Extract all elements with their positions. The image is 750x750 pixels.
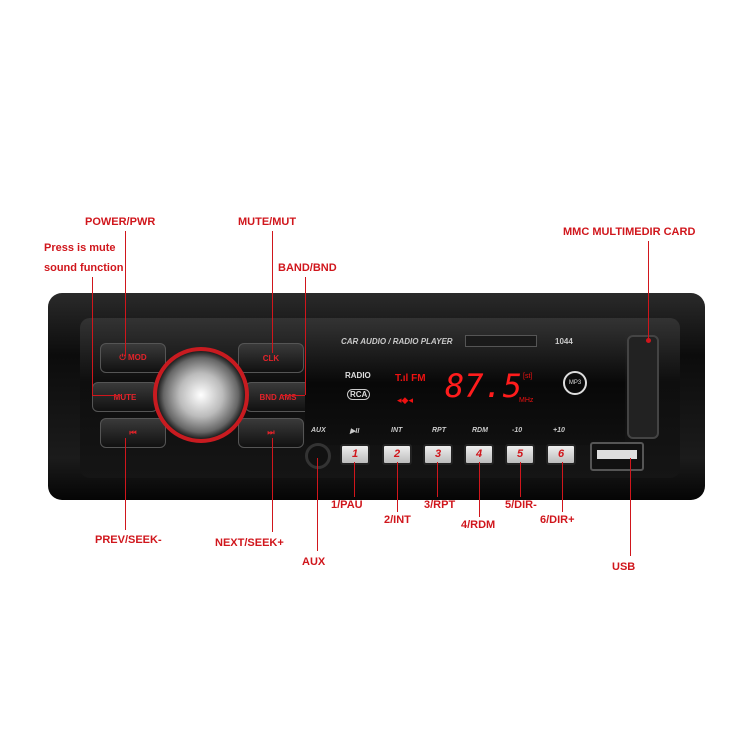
rca-logo: RCA: [347, 389, 371, 400]
callout-b6: 6/DIR+: [540, 514, 575, 526]
mp3-icon: MP3: [563, 371, 587, 395]
leader-line: [520, 462, 521, 497]
key-label-4: RDM: [472, 427, 488, 434]
callout-b2: 2/INT: [384, 514, 411, 526]
callout-prev: PREV/SEEK-: [95, 534, 162, 546]
callout-b5: 5/DIR-: [505, 499, 537, 511]
leader-line: [125, 231, 126, 356]
leader-line: [648, 241, 649, 341]
key-label-5: -10: [512, 427, 523, 434]
mod-button[interactable]: ⏻ MOD: [100, 343, 166, 373]
mhz-unit: MHz: [519, 397, 534, 404]
callout-band: BAND/BND: [278, 262, 337, 274]
callout-mmc: MMC MULTIMEDIR CARD: [563, 226, 696, 238]
leader-line: [317, 458, 318, 551]
callout-aux: AUX: [302, 556, 326, 568]
preset-button-6[interactable]: 6: [546, 444, 576, 465]
leader-line: [437, 462, 438, 497]
leader-line: [280, 395, 305, 396]
leader-line: [397, 462, 398, 512]
key-label-2: INT: [391, 427, 403, 434]
preset-button-1[interactable]: 1: [340, 444, 370, 465]
fm-indicator: T.ıl FM: [395, 373, 426, 384]
leader-line: [479, 462, 480, 517]
leader-line: [562, 462, 563, 512]
callout-mute: MUTE/MUT: [238, 216, 297, 228]
sd-card-slot[interactable]: [627, 335, 659, 439]
callout-press-mute-2: sound function: [44, 262, 124, 274]
callout-b3: 3/RPT: [424, 499, 456, 511]
next-button[interactable]: ⏭: [238, 418, 304, 448]
usb-port[interactable]: [590, 442, 644, 471]
key-label-1: ▶II: [350, 428, 360, 435]
product-title: CAR AUDIO / RADIO PLAYER: [341, 337, 453, 346]
display-panel: CAR AUDIO / RADIO PLAYER 1044 RADIO RCA …: [305, 333, 625, 445]
callout-press-mute-1: Press is mute: [44, 242, 116, 254]
callout-usb: USB: [612, 561, 636, 573]
frequency-readout: 87.5: [445, 367, 523, 405]
preset-button-3[interactable]: 3: [423, 444, 453, 465]
leader-line: [354, 462, 355, 497]
aux-label: AUX: [311, 427, 326, 434]
callout-b1: 1/PAU: [331, 499, 363, 511]
leader-line: [92, 395, 122, 396]
model-number: 1044: [555, 337, 573, 346]
leader-dot: [646, 338, 651, 343]
leader-line: [125, 438, 126, 530]
stereo-indicator: [st]: [523, 373, 533, 380]
callout-power: POWER/PWR: [85, 216, 156, 228]
aux-jack[interactable]: [305, 443, 331, 469]
leader-line: [272, 231, 273, 353]
mute-button[interactable]: MUTE: [92, 382, 158, 412]
key-label-3: RPT: [432, 427, 446, 434]
leader-line: [92, 277, 93, 395]
speaker-icon: ◂◆◂: [397, 395, 413, 405]
callout-b4: 4/RDM: [461, 519, 496, 531]
clk-button[interactable]: CLK: [238, 343, 304, 373]
callout-next: NEXT/SEEK+: [215, 537, 284, 549]
key-label-6: +10: [553, 427, 565, 434]
leader-line: [305, 277, 306, 395]
leader-line: [272, 438, 273, 532]
leader-line: [630, 458, 631, 556]
band-button[interactable]: BND AMS: [245, 382, 311, 412]
prev-button[interactable]: ⏮: [100, 418, 166, 448]
radio-icon: RADIO: [345, 371, 371, 380]
volume-knob[interactable]: [153, 347, 249, 443]
cd-slot-cover: [465, 335, 537, 347]
